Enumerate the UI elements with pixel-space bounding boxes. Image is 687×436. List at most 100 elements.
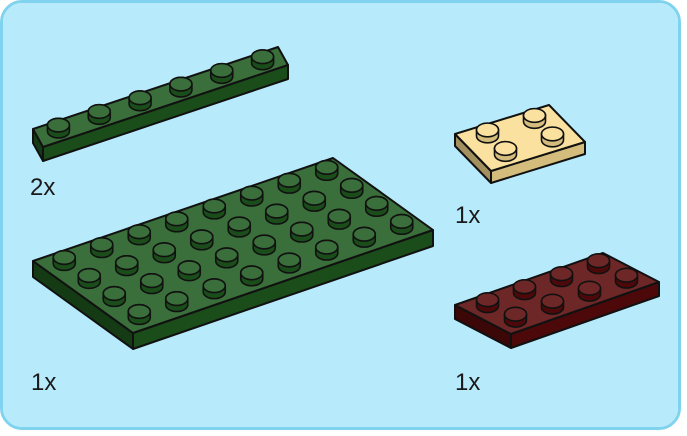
stud-top [241,266,263,280]
stud [542,127,564,147]
stud-top [588,254,610,268]
stud [391,215,413,235]
stud [203,199,225,219]
stud [211,64,233,84]
stud-top [252,50,274,64]
stud-top [191,230,213,244]
stud-top [266,204,288,218]
stud-top [91,238,113,252]
stud-top [366,197,388,211]
stud-top [316,161,338,175]
stud-top [166,292,188,306]
stud [166,292,188,312]
stud-top [116,256,138,270]
stud-top [228,217,250,231]
stud [129,91,151,111]
stud-top [291,222,313,236]
stud [252,50,274,70]
stud-top [542,294,564,308]
stud-top [241,186,263,200]
stud-top [278,173,300,187]
stud-top [579,281,601,295]
stud [477,123,499,143]
stud-top [542,127,564,141]
stud-top [203,199,225,213]
stud-top [616,268,638,282]
stud-top [211,64,233,78]
stud-top [328,209,350,223]
stud [241,186,263,206]
stud [551,267,573,287]
stud-top [253,235,275,249]
stud-top [216,248,238,262]
stud [303,191,325,211]
stud-top [170,77,192,91]
stud [128,305,150,325]
parts-list-panel: 2x 1x 1x 1x [0,0,681,430]
stud [616,268,638,288]
quantity-label-1x6: 2x [30,174,55,201]
stud [116,256,138,276]
stud [353,227,375,247]
stud [216,248,238,268]
stud [203,279,225,299]
stud-top [477,123,499,137]
stud-top [78,269,100,283]
stud [514,280,536,300]
stud [191,230,213,250]
stud [316,240,338,260]
stud [53,251,75,271]
stud [178,261,200,281]
stud-top [128,305,150,319]
stud [495,142,517,162]
stud [153,243,175,263]
stud [47,118,69,138]
stud [128,225,150,245]
stud [505,307,527,327]
stud-top [551,267,573,281]
stud [524,109,546,129]
stud-top [88,105,110,119]
stud [103,287,125,307]
stud [341,179,363,199]
stud [253,235,275,255]
stud [316,161,338,181]
stud-top [47,118,69,132]
quantity-label-4x8: 1x [31,369,56,396]
stud-top [178,261,200,275]
quantity-label-2x4: 1x [455,369,480,396]
stud [542,294,564,314]
stud-top [278,253,300,267]
stud-top [341,179,363,193]
stud [228,217,250,237]
stud [328,209,350,229]
stud [141,274,163,294]
stud [579,281,601,301]
stud-top [505,307,527,321]
stud-top [391,215,413,229]
parts-canvas: 2x 1x 1x 1x [3,3,678,427]
quantity-label-2x2: 1x [455,202,480,229]
stud-top [495,142,517,156]
stud [278,253,300,273]
stud [78,269,100,289]
stud-top [477,293,499,307]
stud-top [103,287,125,301]
stud-top [524,109,546,123]
stud [266,204,288,224]
stud-top [303,191,325,205]
stud-top [141,274,163,288]
stud [278,173,300,193]
stud-top [316,240,338,254]
stud-top [353,227,375,241]
stud-top [166,212,188,226]
stud-top [128,225,150,239]
stud [477,293,499,313]
stud-top [203,279,225,293]
stud [366,197,388,217]
stud [170,77,192,97]
stud [588,254,610,274]
stud-top [53,251,75,265]
stud [291,222,313,242]
stud [88,105,110,125]
